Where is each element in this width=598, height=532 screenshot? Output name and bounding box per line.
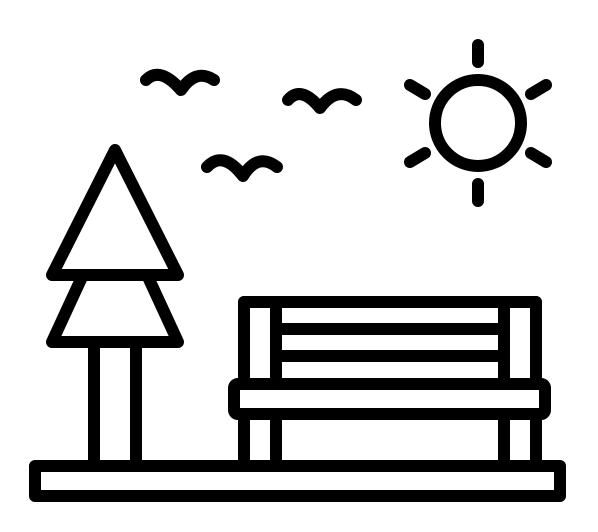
bench-right-back-post (498, 296, 542, 390)
sun-ray (525, 79, 552, 100)
bird-icon (140, 68, 220, 96)
sun-icon (404, 39, 552, 207)
bench-right-leg (498, 408, 542, 472)
tree-top-layer (46, 144, 184, 281)
bench-left-back-post (238, 296, 282, 390)
bench-seat (228, 378, 551, 420)
bench-backrest-frame (238, 296, 542, 390)
sun-disc (429, 74, 527, 172)
bench-left-leg (238, 408, 282, 472)
bird-icon (201, 154, 283, 182)
tree-bottom-layer (46, 271, 184, 348)
tree-trunk (88, 336, 142, 472)
sun-ray (404, 147, 431, 168)
ground-icon (29, 460, 566, 502)
bird-icon (282, 88, 362, 114)
sun-ray (404, 79, 431, 100)
bench-icon (228, 296, 551, 472)
sun-ray (525, 147, 552, 168)
tree-icon (46, 144, 184, 472)
birds-group (140, 68, 362, 182)
